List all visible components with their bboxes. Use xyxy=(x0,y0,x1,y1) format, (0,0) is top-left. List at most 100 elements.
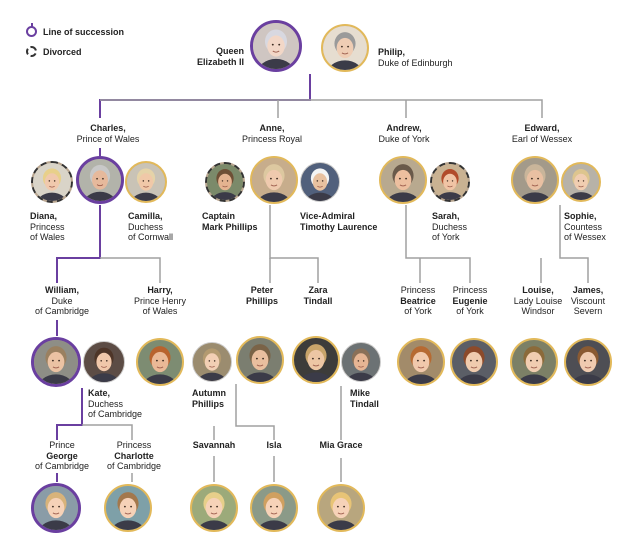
prefix-eugenie: Princess xyxy=(452,285,488,295)
title-charles: Prince of Wales xyxy=(76,133,140,144)
label-diana: Diana, Princess of Wales xyxy=(30,211,65,243)
portrait-mia xyxy=(317,484,365,532)
legend-divorced: Divorced xyxy=(26,46,82,57)
name-kate: Kate, xyxy=(88,388,111,398)
label-charles: Charles, Prince of Wales xyxy=(77,123,140,144)
portrait-camilla xyxy=(125,161,167,203)
person-silhouette-icon xyxy=(34,486,78,530)
divorced-ring-icon xyxy=(26,46,37,57)
person-silhouette-icon xyxy=(323,26,367,70)
person-silhouette-icon xyxy=(452,340,496,384)
name-william: William, xyxy=(45,285,79,295)
portrait-sarah xyxy=(430,162,470,202)
legend-succession: Line of succession xyxy=(26,23,125,37)
name-eugenie: Eugenie xyxy=(452,295,488,306)
portrait-autumn xyxy=(192,342,232,382)
title-beatrice: of York xyxy=(404,306,432,316)
person-silhouette-icon xyxy=(252,158,296,202)
portrait-mark xyxy=(205,162,245,202)
name-andrew: Andrew, xyxy=(386,123,422,133)
label-sophie: Sophie, Countess of Wessex xyxy=(564,211,606,243)
name-mike: Mike Tindall xyxy=(350,388,379,409)
portrait-edward xyxy=(511,156,559,204)
portrait-charles xyxy=(76,156,124,204)
person-silhouette-icon xyxy=(319,486,363,530)
person-silhouette-icon xyxy=(301,163,339,201)
prefix-charlotte: Princess xyxy=(116,440,152,450)
person-silhouette-icon xyxy=(207,164,243,200)
label-mark: Captain Mark Phillips xyxy=(202,211,258,232)
title-diana: Princess of Wales xyxy=(30,221,65,243)
name-beatrice: Beatrice xyxy=(400,295,436,306)
name-harry: Harry, xyxy=(147,285,173,295)
label-mia: Mia Grace xyxy=(319,440,362,451)
label-george: Prince George of Cambridge xyxy=(35,440,89,472)
portrait-james xyxy=(564,338,612,386)
portrait-isla xyxy=(250,484,298,532)
portrait-elizabeth xyxy=(250,20,302,72)
title-camilla: Duchess of Cornwall xyxy=(128,221,174,243)
portrait-peter xyxy=(236,336,284,384)
portrait-anne xyxy=(250,156,298,204)
person-silhouette-icon xyxy=(238,338,282,382)
title-harry: Prince Henry of Wales xyxy=(133,295,187,317)
name-sophie: Sophie, xyxy=(564,211,597,221)
label-mike: Mike Tindall xyxy=(350,388,379,409)
name-anne: Anne, xyxy=(259,123,285,133)
name-isla: Isla xyxy=(266,440,282,450)
name-savannah: Savannah xyxy=(192,440,236,450)
name-camilla: Camilla, xyxy=(128,211,163,221)
name-mia: Mia Grace xyxy=(319,440,363,450)
person-silhouette-icon xyxy=(342,343,380,381)
label-timothy: Vice-Admiral Timothy Laurence xyxy=(300,211,377,232)
person-silhouette-icon xyxy=(34,340,78,384)
title-sophie: Countess of Wessex xyxy=(564,221,606,243)
portrait-savannah xyxy=(190,484,238,532)
label-charlotte: Princess Charlotte of Cambridge xyxy=(107,440,161,472)
person-silhouette-icon xyxy=(33,163,71,201)
portrait-eugenie xyxy=(450,338,498,386)
legend-divorced-label: Divorced xyxy=(43,46,82,57)
portrait-louise xyxy=(510,338,558,386)
portrait-philip xyxy=(321,24,369,72)
name-louise: Louise, xyxy=(522,285,554,295)
succession-ring-icon xyxy=(26,23,37,37)
label-savannah: Savannah xyxy=(193,440,236,451)
name-autumn: Autumn Phillips xyxy=(192,388,226,409)
label-camilla: Camilla, Duchess of Cornwall xyxy=(128,211,173,243)
label-anne: Anne, Princess Royal xyxy=(242,123,302,144)
label-peter: Peter Phillips xyxy=(246,285,278,306)
portrait-timothy xyxy=(300,162,340,202)
label-william: William, Duke of Cambridge xyxy=(35,285,89,317)
name-timothy: Vice-Admiral Timothy Laurence xyxy=(300,211,378,232)
label-isla: Isla xyxy=(266,440,281,451)
name-charlotte: Charlotte xyxy=(114,450,154,461)
portrait-beatrice xyxy=(397,338,445,386)
person-silhouette-icon xyxy=(381,158,425,202)
portrait-kate xyxy=(83,341,125,383)
person-silhouette-icon xyxy=(513,158,557,202)
person-silhouette-icon xyxy=(566,340,610,384)
name-diana: Diana, xyxy=(30,211,58,221)
person-silhouette-icon xyxy=(192,486,236,530)
label-elizabeth: Queen Elizabeth II xyxy=(184,46,244,67)
person-silhouette-icon xyxy=(138,340,182,384)
label-eugenie: Princess Eugenie of York xyxy=(452,285,487,317)
name-peter: Peter Phillips xyxy=(245,285,279,306)
person-silhouette-icon xyxy=(127,163,165,201)
title-george: of Cambridge xyxy=(34,461,90,471)
person-silhouette-icon xyxy=(84,342,124,382)
name-mark: Captain Mark Phillips xyxy=(202,211,258,232)
legend-succession-label: Line of succession xyxy=(43,26,125,37)
portrait-george xyxy=(31,483,81,533)
prefix-george: Prince xyxy=(49,440,75,450)
label-louise: Louise, Lady Louise Windsor xyxy=(514,285,563,317)
label-edward: Edward, Earl of Wessex xyxy=(512,123,572,144)
name-james: James, xyxy=(572,285,604,295)
portrait-charlotte xyxy=(104,484,152,532)
person-silhouette-icon xyxy=(563,164,599,200)
label-zara: Zara Tindall xyxy=(304,285,333,306)
title-william: Duke of Cambridge xyxy=(34,295,90,317)
title-james: Viscount Severn xyxy=(570,295,606,317)
